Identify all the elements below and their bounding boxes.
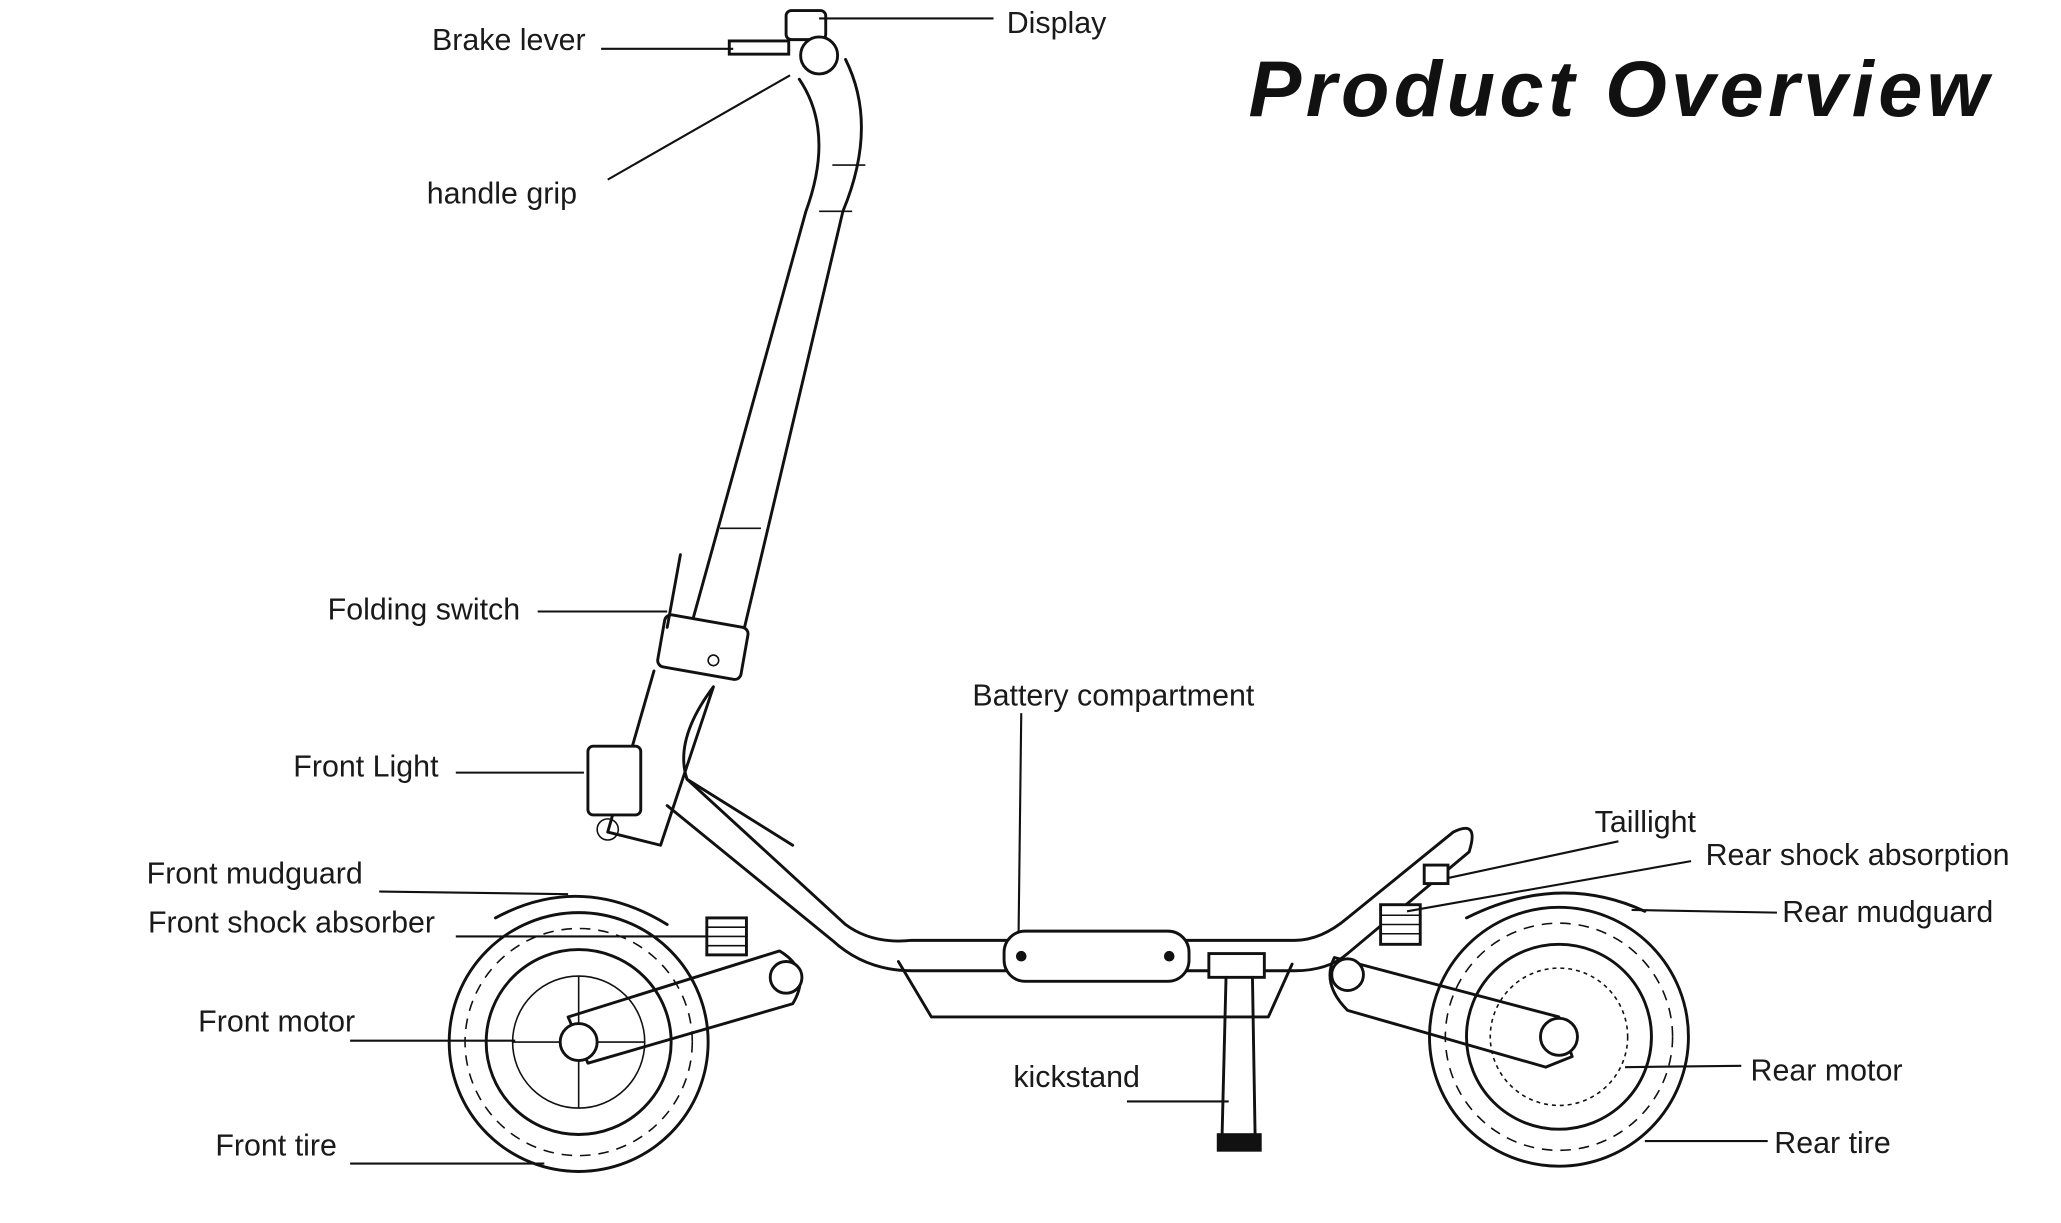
deck [665,777,1474,973]
label-front-motor: Front motor [198,1004,355,1038]
label-rear-mudguard: Rear mudguard [1782,895,1993,929]
steering-stem [685,57,863,649]
label-battery-compartment: Battery compartment [972,678,1255,712]
label-rear-tire: Rear tire [1774,1126,1891,1160]
label-kickstand: kickstand [1013,1060,1140,1094]
front-mudguard [493,894,669,926]
folding-clamp [656,553,750,681]
label-handle-grip: handle grip [427,176,577,210]
label-rear-shock-absorption: Rear shock absorption [1706,838,2010,872]
scooter-illustration [447,9,1690,1173]
display-unit [727,9,840,76]
rear-mudguard [1465,891,1647,920]
label-rear-motor: Rear motor [1751,1053,1903,1087]
leader-lines [350,17,1777,1165]
front-light [586,744,643,817]
battery-compartment [1002,929,1191,983]
label-brake-lever: Brake lever [432,23,586,57]
label-front-mudguard: Front mudguard [147,857,363,891]
part-labels: Brake lever Display handle grip Folding … [147,6,2010,1163]
kickstand [1207,952,1266,1152]
page-title: Product Overview [1248,44,1992,133]
label-display: Display [1007,6,1107,40]
front-wheel [447,894,710,1173]
label-front-shock-absorber: Front shock absorber [148,905,435,939]
taillight [1422,863,1450,886]
label-front-tire: Front tire [215,1129,337,1163]
label-taillight: Taillight [1595,805,1697,839]
label-folding-switch: Folding switch [328,592,520,626]
rear-wheel [1428,891,1690,1168]
label-front-light: Front Light [293,750,439,784]
rear-swingarm [1328,956,1574,1069]
